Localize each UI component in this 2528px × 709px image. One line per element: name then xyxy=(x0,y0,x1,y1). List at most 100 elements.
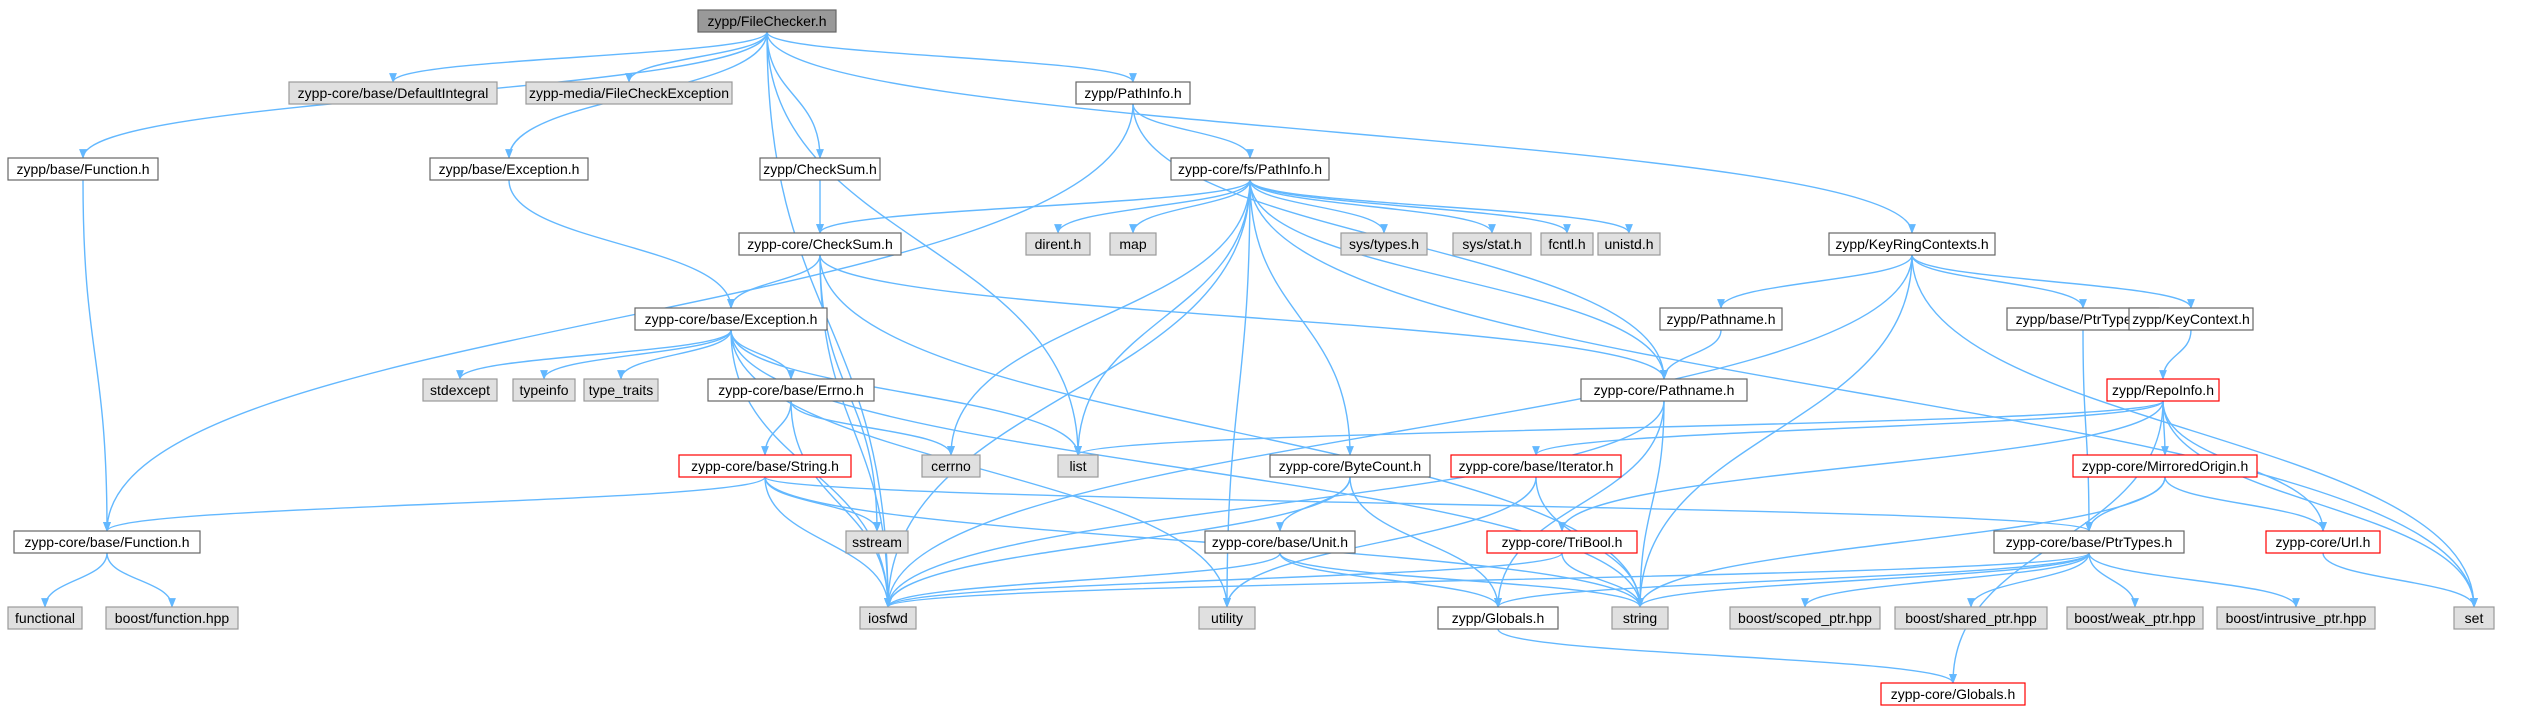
edge-globals_h-to-core_globals xyxy=(1497,628,1957,684)
node-box-shared_ptr xyxy=(1894,606,2048,630)
edge-string_h-to-iosfwd xyxy=(764,476,892,608)
node-label-string: string xyxy=(1623,610,1657,626)
node-box-stdexcept xyxy=(422,378,498,402)
edge-core_ptrtypes-to-intrusive_ptr xyxy=(2088,552,2300,608)
node-dirent: dirent.h xyxy=(1025,232,1091,256)
node-box-keycontext xyxy=(2128,307,2254,331)
node-mirroredorigin[interactable]: zypp-core/MirroredOrigin.h xyxy=(2072,454,2258,478)
node-checksum_h[interactable]: zypp/CheckSum.h xyxy=(759,157,881,181)
node-box-mirroredorigin xyxy=(2072,454,2258,478)
node-box-pathname_h xyxy=(1659,307,1783,331)
node-label-scoped_ptr: boost/scoped_ptr.hpp xyxy=(1738,610,1872,626)
node-box-core_globals xyxy=(1880,682,2026,706)
node-map: map xyxy=(1109,232,1157,256)
node-label-cerrno: cerrno xyxy=(931,458,971,474)
node-iterator[interactable]: zypp-core/base/Iterator.h xyxy=(1450,454,1622,478)
node-bytecount[interactable]: zypp-core/ByteCount.h xyxy=(1269,454,1431,478)
edge-string_h-to-string xyxy=(764,476,1644,608)
node-label-keyringcontexts: zypp/KeyRingContexts.h xyxy=(1835,236,1988,252)
edge-keyringcontexts-to-set xyxy=(1911,254,2478,608)
node-label-filecheckexception: zypp-media/FileCheckException xyxy=(529,85,729,101)
edge-filechecker-to-keyringcontexts xyxy=(766,31,1916,234)
node-core_pathname[interactable]: zypp-core/Pathname.h xyxy=(1580,378,1748,402)
node-core_globals[interactable]: zypp-core/Globals.h xyxy=(1880,682,2026,706)
edge-fs_pathinfo-to-fcntl xyxy=(1249,179,1571,234)
edge-fs_pathinfo-to-core_pathname xyxy=(1249,179,1668,380)
node-core_exception[interactable]: zypp-core/base/Exception.h xyxy=(634,307,828,331)
node-keyringcontexts[interactable]: zypp/KeyRingContexts.h xyxy=(1828,232,1996,256)
node-label-list: list xyxy=(1069,458,1086,474)
node-errno_h[interactable]: zypp-core/base/Errno.h xyxy=(707,378,875,402)
edge-core_exception-to-stdexcept xyxy=(456,329,732,380)
node-shared_ptr: boost/shared_ptr.hpp xyxy=(1894,606,2048,630)
edge-core_exception-to-errno_h xyxy=(730,329,795,380)
node-base_ptrtypes[interactable]: zypp/base/PtrTypes.h xyxy=(2006,307,2160,331)
node-tribool[interactable]: zypp-core/TriBool.h xyxy=(1486,530,1638,554)
edge-keyringcontexts-to-iosfwd xyxy=(884,254,1913,608)
edge-fs_pathinfo-to-set xyxy=(1249,179,2478,608)
node-iosfwd: iosfwd xyxy=(859,606,917,630)
node-defaultintegral: zypp-core/base/DefaultIntegral xyxy=(288,81,498,105)
node-label-mirroredorigin: zypp-core/MirroredOrigin.h xyxy=(2082,458,2249,474)
edge-unit-to-iosfwd xyxy=(884,552,1281,608)
node-core_function[interactable]: zypp-core/base/Function.h xyxy=(13,530,201,554)
node-box-set xyxy=(2453,606,2495,630)
edge-core_function-to-boost_function xyxy=(106,552,176,608)
node-box-systypes xyxy=(1340,232,1428,256)
node-base_exception[interactable]: zypp/base/Exception.h xyxy=(429,157,589,181)
node-filecheckexception: zypp-media/FileCheckException xyxy=(525,81,733,105)
node-repoinfo[interactable]: zypp/RepoInfo.h xyxy=(2106,378,2220,402)
edge-repoinfo-to-tribool xyxy=(1558,400,2164,532)
node-box-errno_h xyxy=(707,378,875,402)
node-box-unit xyxy=(1204,530,1356,554)
node-pathinfo_h[interactable]: zypp/PathInfo.h xyxy=(1075,81,1191,105)
edge-fs_pathinfo-to-list xyxy=(1074,179,1251,456)
node-box-string xyxy=(1611,606,1669,630)
edge-core_ptrtypes-to-scoped_ptr xyxy=(1801,552,2090,608)
edge-core_exception-to-list xyxy=(730,329,1082,456)
node-label-pathinfo_h: zypp/PathInfo.h xyxy=(1084,85,1181,101)
node-box-globals_h xyxy=(1437,606,1559,630)
node-unit[interactable]: zypp-core/base/Unit.h xyxy=(1204,530,1356,554)
node-sstream: sstream xyxy=(845,530,909,554)
edge-keyringcontexts-to-pathname_h xyxy=(1717,254,1913,309)
edge-core_function-to-functional xyxy=(41,552,108,608)
node-core_ptrtypes[interactable]: zypp-core/base/PtrTypes.h xyxy=(1993,530,2185,554)
edge-core_exception-to-typeinfo xyxy=(540,329,732,380)
edge-fs_pathinfo-to-dirent xyxy=(1054,179,1251,234)
node-box-iosfwd xyxy=(859,606,917,630)
node-base_function[interactable]: zypp/base/Function.h xyxy=(7,157,159,181)
node-string_h[interactable]: zypp-core/base/String.h xyxy=(678,454,852,478)
node-pathname_h[interactable]: zypp/Pathname.h xyxy=(1659,307,1783,331)
node-fs_pathinfo[interactable]: zypp-core/fs/PathInfo.h xyxy=(1170,157,1330,181)
edge-filechecker-to-filecheckexception xyxy=(625,31,768,83)
edge-fs_pathinfo-to-unistd xyxy=(1249,179,1633,234)
node-sysstat: sys/stat.h xyxy=(1452,232,1532,256)
node-label-map: map xyxy=(1119,236,1146,252)
edge-repoinfo-to-list xyxy=(1074,400,2164,456)
node-list: list xyxy=(1057,454,1099,478)
edge-pathname_h-to-core_pathname xyxy=(1660,329,1722,380)
node-label-core_exception: zypp-core/base/Exception.h xyxy=(645,311,818,327)
node-label-globals_h: zypp/Globals.h xyxy=(1452,610,1545,626)
node-filechecker[interactable]: zypp/FileChecker.h xyxy=(697,9,837,33)
node-box-boost_function xyxy=(105,606,239,630)
node-label-dirent: dirent.h xyxy=(1035,236,1082,252)
node-core_checksum[interactable]: zypp-core/CheckSum.h xyxy=(738,232,902,256)
node-globals_h[interactable]: zypp/Globals.h xyxy=(1437,606,1559,630)
node-box-utility xyxy=(1198,606,1256,630)
node-box-url xyxy=(2265,530,2381,554)
node-box-sysstat xyxy=(1452,232,1532,256)
edge-tribool-to-iosfwd xyxy=(884,552,1563,608)
edge-url-to-set xyxy=(2322,552,2478,608)
edge-pathinfo_h-to-core_function xyxy=(103,103,1134,532)
edge-fs_pathinfo-to-map xyxy=(1129,179,1251,234)
edge-base_exception-to-core_exception xyxy=(508,179,735,309)
node-label-utility: utility xyxy=(1211,610,1243,626)
edge-core_pathname-to-string xyxy=(1636,400,1665,608)
node-url[interactable]: zypp-core/Url.h xyxy=(2265,530,2381,554)
node-keycontext[interactable]: zypp/KeyContext.h xyxy=(2128,307,2254,331)
node-box-scoped_ptr xyxy=(1729,606,1881,630)
edge-mirroredorigin-to-url xyxy=(2164,476,2327,532)
edge-repoinfo-to-set xyxy=(2162,400,2478,608)
